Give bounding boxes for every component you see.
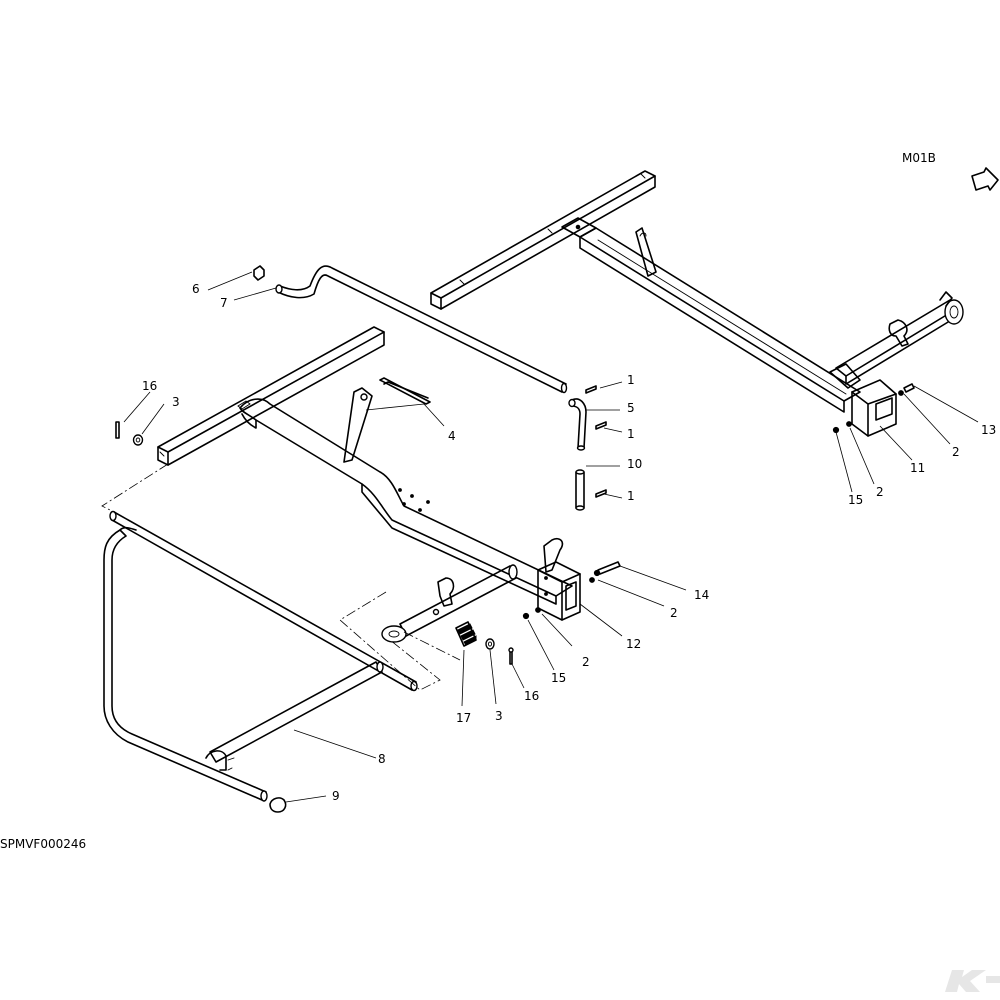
- cap-9: [260, 790, 287, 813]
- figure-code: SPMVF000246: [0, 837, 86, 851]
- front-rail: [157, 326, 385, 466]
- pin-16-upper: [115, 421, 120, 439]
- linkage-rod: [253, 265, 568, 394]
- washer-3-lower: [485, 638, 495, 650]
- callout-15-upper: 15: [848, 493, 863, 507]
- bracket-4: [379, 377, 431, 405]
- callout-2-d: 2: [582, 655, 590, 669]
- bent-tube: [568, 398, 587, 451]
- callout-4: 4: [448, 429, 456, 443]
- callout-5: 5: [627, 401, 635, 415]
- callout-13: 13: [981, 423, 996, 437]
- callout-9: 9: [332, 789, 340, 803]
- callout-7: 7: [220, 296, 228, 310]
- main-beam: [239, 387, 581, 621]
- callout-10: 10: [627, 457, 642, 471]
- upper-end-hardware: [832, 383, 915, 434]
- beam-end-hardware: [522, 561, 621, 620]
- view-direction-arrow-icon: [971, 167, 999, 191]
- callout-11: 11: [910, 461, 925, 475]
- callout-2-b: 2: [876, 485, 884, 499]
- callout-17: 17: [456, 711, 471, 725]
- kverneland-k-logo-icon: [945, 970, 1000, 992]
- callout-15-lower: 15: [551, 671, 566, 685]
- u-frame-8: [103, 510, 418, 801]
- upper-rear-frame: [430, 170, 964, 437]
- pin-10: [575, 469, 585, 511]
- callout-6: 6: [192, 282, 200, 296]
- pin-16-lower: [508, 647, 514, 665]
- callout-labels: 1 1 1 2 2 2 2 3 3 4 5 6 7 8 9 10 11 12 1…: [142, 282, 996, 803]
- callout-16-lower: 16: [524, 689, 539, 703]
- washer-3-upper: [132, 434, 144, 446]
- callout-3-upper: 3: [172, 395, 180, 409]
- spring-17: [455, 621, 477, 647]
- callout-1-a: 1: [627, 373, 635, 387]
- callout-2-c: 2: [670, 606, 678, 620]
- bolt-set-1: [585, 385, 607, 498]
- leader-lines: [123, 271, 979, 803]
- callout-12: 12: [626, 637, 641, 651]
- callout-8: 8: [378, 752, 386, 766]
- callout-1-c: 1: [627, 489, 635, 503]
- assembly-centerlines: [101, 463, 461, 691]
- callout-3-lower: 3: [495, 709, 503, 723]
- callout-1-b: 1: [627, 427, 635, 441]
- callout-14: 14: [694, 588, 709, 602]
- callout-16-upper: 16: [142, 379, 157, 393]
- callout-2-a: 2: [952, 445, 960, 459]
- view-code: M01B: [902, 151, 936, 165]
